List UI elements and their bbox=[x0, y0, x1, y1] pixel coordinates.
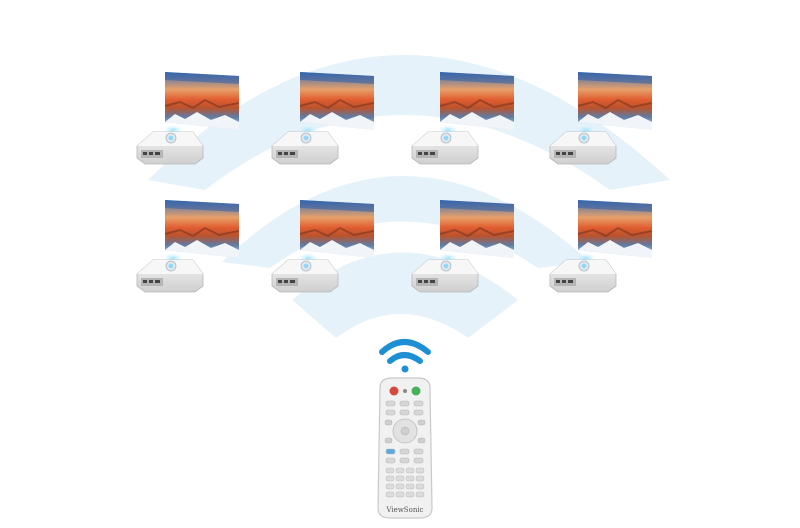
remote-brand-label: ViewSonic bbox=[386, 506, 424, 514]
outer-wave bbox=[148, 55, 670, 190]
power-icon bbox=[389, 386, 399, 396]
wifi-signal-icon bbox=[379, 339, 431, 373]
remote-control: ViewSonic bbox=[377, 377, 433, 519]
projector-screen-unit bbox=[136, 199, 240, 293]
source-icon bbox=[411, 386, 421, 396]
middle-wave bbox=[222, 176, 590, 268]
